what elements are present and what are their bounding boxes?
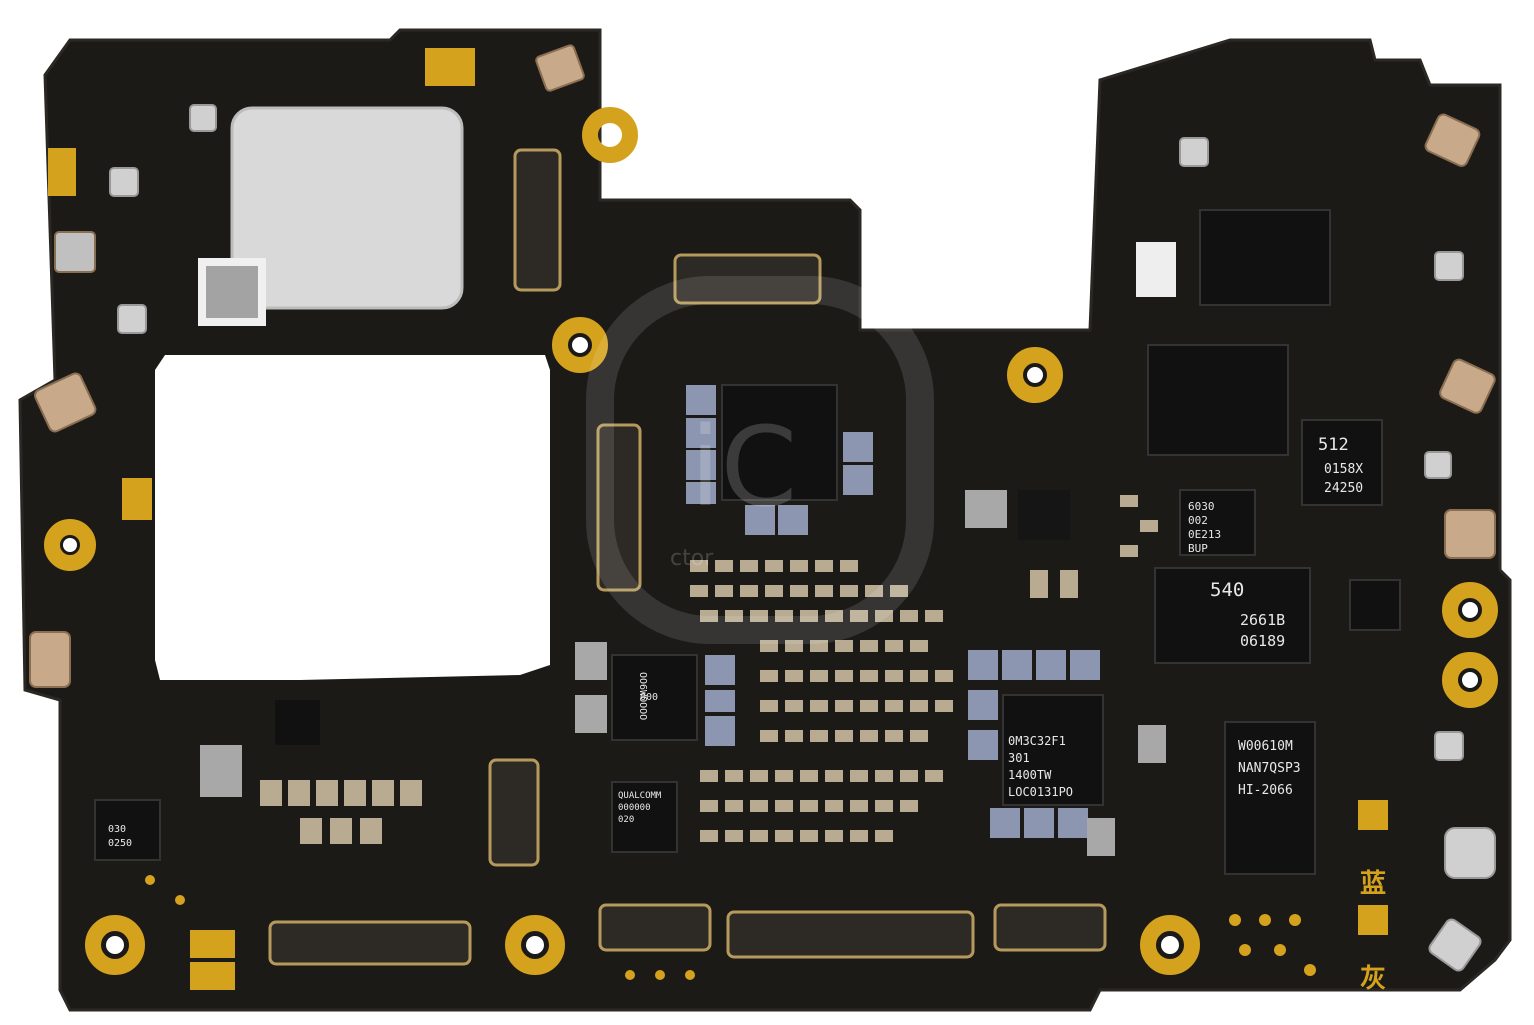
label-gray: 灰 (1360, 964, 1386, 994)
svg-text:0158X: 0158X (1324, 462, 1363, 477)
svg-text:002: 002 (1188, 514, 1208, 527)
label-blue: 蓝 (1360, 869, 1386, 899)
inductor-arrays (686, 385, 1100, 838)
svg-text:020: 020 (618, 815, 634, 825)
chip-512-label: 512 0158X 24250 (1318, 435, 1363, 496)
misc-packages (200, 242, 1176, 856)
chip-soc-label: 0M3C32F1 301 1400TW LOC0131PO (1008, 734, 1073, 799)
svg-text:512: 512 (1318, 435, 1349, 455)
svg-text:24250: 24250 (1324, 481, 1363, 496)
chip-wd-label: W00610M NAN7QSP3 HI-2066 (1238, 739, 1301, 798)
chip-qualcomm-label: QUALCOMM 000000 020 (618, 791, 662, 825)
mounting-holes (44, 107, 1498, 975)
ic-chips (94, 209, 1401, 875)
svg-text:HI-2066: HI-2066 (1238, 783, 1293, 798)
svg-text:6030: 6030 (1188, 500, 1215, 513)
chip-6030-label: 6030 002 0E213 BUP (1188, 500, 1221, 555)
watermark: iC ctor (586, 276, 934, 644)
pcb-cutout (155, 355, 550, 680)
chip-540-label: 540 2661B 06189 (1210, 579, 1285, 650)
svg-text:iC: iC (690, 403, 797, 531)
svg-text:540: 540 (1210, 579, 1244, 601)
svg-text:1400TW: 1400TW (1008, 768, 1052, 782)
svg-text:0E213: 0E213 (1188, 528, 1221, 541)
metal-shield (230, 106, 464, 310)
svg-text:BUP: BUP (1188, 542, 1208, 555)
svg-text:OO6WOOOO: OO6WOOOO (637, 672, 648, 720)
gold-pads (48, 48, 1388, 990)
svg-text:030: 030 (108, 824, 126, 835)
smd-components (260, 495, 1158, 844)
svg-text:000: 000 (640, 692, 658, 703)
svg-text:0250: 0250 (108, 838, 132, 849)
tan-components (29, 44, 1496, 688)
svg-text:LOC0131PO: LOC0131PO (1008, 785, 1073, 799)
connectors (268, 148, 1107, 966)
chip-qc2-label: OO6WOOOO 000 (637, 672, 658, 720)
svg-text:301: 301 (1008, 751, 1030, 765)
svg-text:ctor: ctor (670, 546, 714, 571)
svg-text:2661B: 2661B (1240, 611, 1285, 629)
chip-small-label: 030 0250 (108, 824, 132, 849)
svg-text:QUALCOMM: QUALCOMM (618, 791, 662, 801)
svg-text:W00610M: W00610M (1238, 739, 1293, 754)
svg-text:000000: 000000 (618, 803, 651, 813)
svg-text:0M3C32F1: 0M3C32F1 (1008, 734, 1066, 748)
svg-text:NAN7QSP3: NAN7QSP3 (1238, 761, 1301, 776)
rf-connectors (109, 104, 1496, 972)
svg-text:06189: 06189 (1240, 632, 1285, 650)
